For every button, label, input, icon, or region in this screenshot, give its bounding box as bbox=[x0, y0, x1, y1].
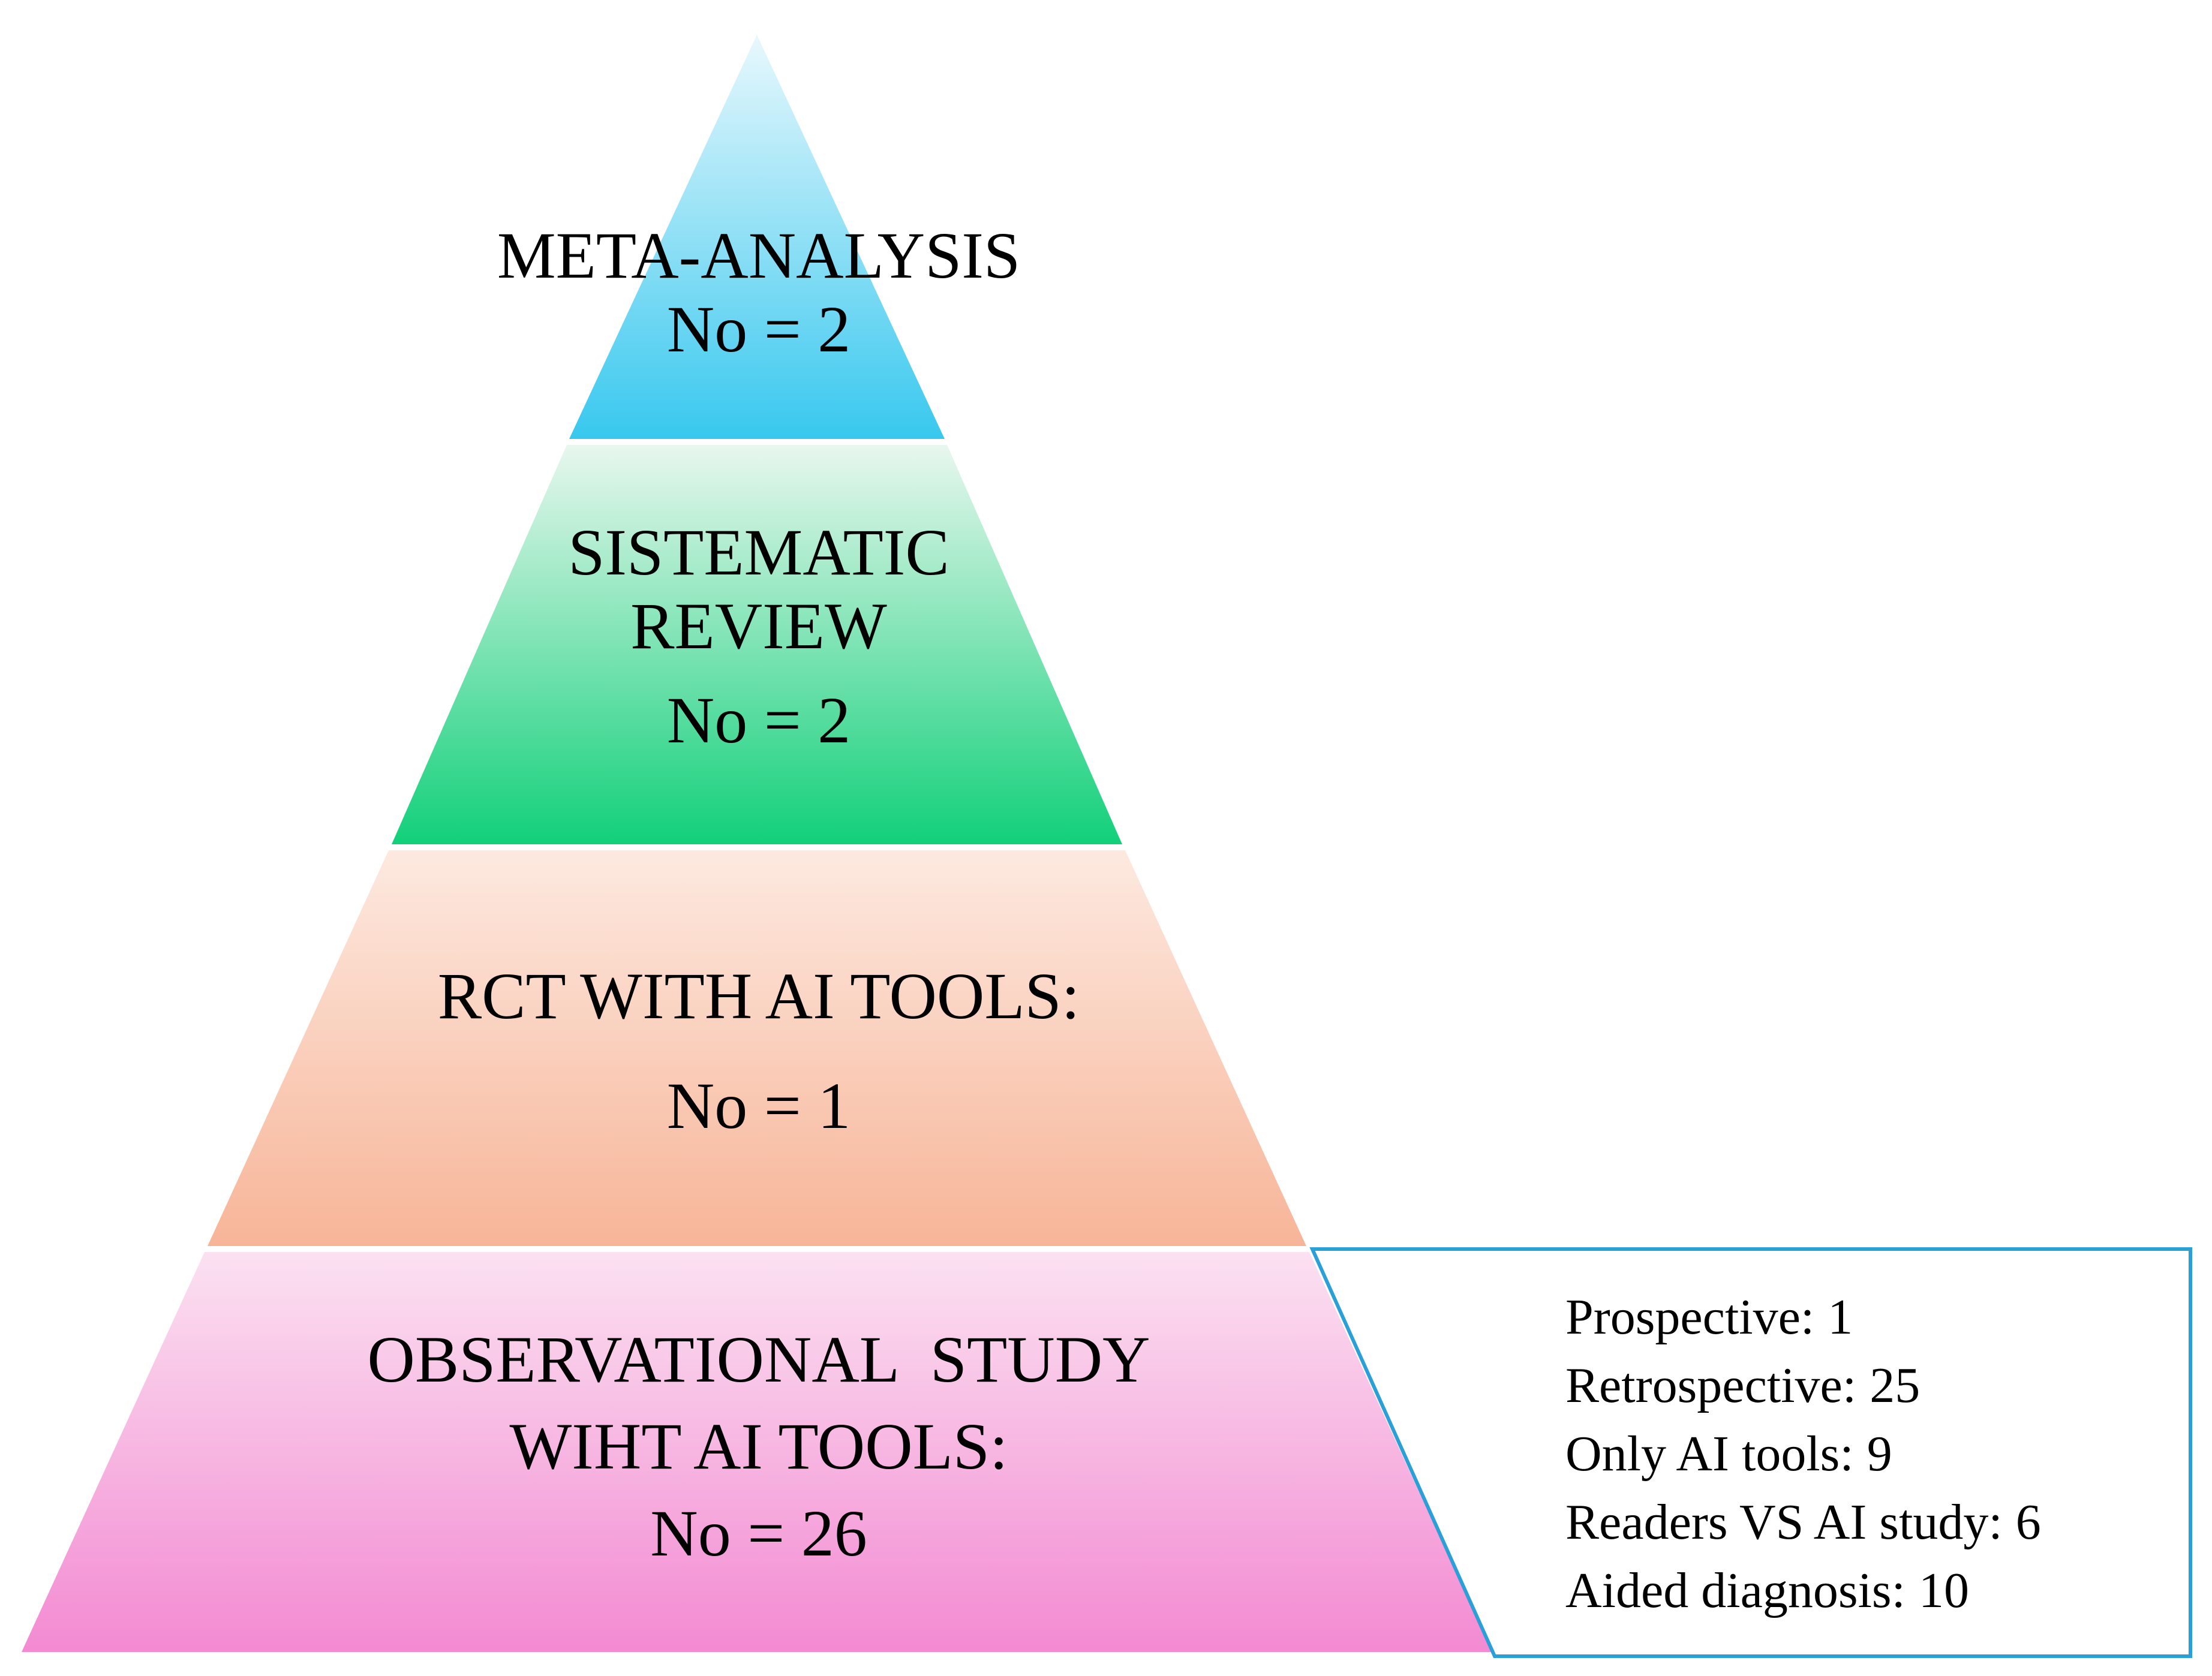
tier-count: No = 2 bbox=[666, 293, 851, 366]
tier-rct-label: RCT WITH AI TOOLS: No = 1 bbox=[438, 959, 1080, 1143]
tier-title-line: OBSERVATIONAL STUDY bbox=[367, 1323, 1150, 1396]
details-item-value: 25 bbox=[1870, 1358, 1921, 1413]
tier-count: No = 26 bbox=[650, 1497, 867, 1570]
details-item-prospective: Prospective:1 bbox=[1565, 1283, 2041, 1352]
details-item-value: 9 bbox=[1867, 1426, 1892, 1482]
tier-meta-analysis-shape bbox=[569, 35, 945, 439]
details-item-retrospective: Retrospective:25 bbox=[1565, 1352, 2041, 1420]
details-list: Prospective:1 Retrospective:25 Only AI t… bbox=[1565, 1283, 2041, 1625]
details-callout-box bbox=[1309, 1247, 2192, 1658]
details-item-label: Readers VS AI study: bbox=[1565, 1494, 2003, 1550]
tier-observational-label: OBSERVATIONAL STUDY WIHT AI TOOLS: No = … bbox=[367, 1316, 1150, 1578]
details-item-value: 10 bbox=[1918, 1563, 1969, 1618]
tier-title-line: WIHT AI TOOLS: bbox=[509, 1410, 1008, 1484]
details-item-label: Only AI tools: bbox=[1565, 1426, 1854, 1482]
tier-meta-analysis-label: META-ANALYSIS No = 2 bbox=[497, 219, 1020, 366]
tier-systematic-review-shape bbox=[392, 445, 1122, 844]
details-item-value: 1 bbox=[1828, 1289, 1853, 1345]
tier-title-line: SISTEMATIC bbox=[568, 516, 949, 589]
tier-observational-shape bbox=[22, 1252, 1492, 1652]
details-item-value: 6 bbox=[2015, 1494, 2041, 1550]
tier-title-line: REVIEW bbox=[630, 589, 887, 663]
tier-count: No = 2 bbox=[666, 684, 851, 757]
details-item-label: Aided diagnosis: bbox=[1565, 1563, 1906, 1618]
details-item-label: Prospective: bbox=[1565, 1289, 1815, 1345]
tier-rct-shape bbox=[208, 850, 1306, 1246]
details-item-only-ai-tools: Only AI tools:9 bbox=[1565, 1420, 2041, 1488]
tier-title-line: META-ANALYSIS bbox=[497, 219, 1021, 292]
tier-systematic-review-label: SISTEMATIC REVIEW No = 2 bbox=[568, 516, 949, 758]
details-item-aided-diagnosis: Aided diagnosis:10 bbox=[1565, 1557, 2041, 1625]
details-item-label: Retrospective: bbox=[1565, 1358, 1857, 1413]
tier-title-line: RCT WITH AI TOOLS: bbox=[437, 959, 1080, 1033]
details-item-readers-vs-ai: Readers VS AI study:6 bbox=[1565, 1488, 2041, 1557]
tier-count: No = 1 bbox=[666, 1069, 851, 1143]
